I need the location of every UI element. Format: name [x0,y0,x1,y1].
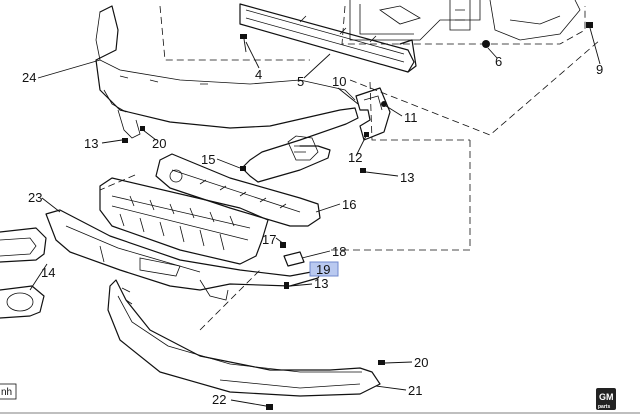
callout-12[interactable]: 12 [348,150,362,165]
callout-4[interactable]: 4 [255,67,262,82]
bolt-20-lower-icon [378,360,385,365]
upper-fascia-part [95,5,359,183]
highlight-box [309,261,339,277]
callout-11[interactable]: 11 [404,110,418,125]
grille-bar-part [155,153,321,227]
callout-17[interactable]: 17 [262,232,276,247]
callout-21[interactable]: 21 [408,383,422,398]
bolt-22-icon [266,404,273,410]
svg-text:GM: GM [599,392,614,402]
callout-13-lower[interactable]: 13 [314,276,328,291]
fog-lamp-part [0,227,47,319]
impact-bar-part [239,3,417,73]
callout-14[interactable]: 14 [41,265,55,280]
callout-13-right[interactable]: 13 [400,170,414,185]
bolt-4-icon [240,34,247,53]
lower-fascia-part [45,209,323,301]
clip-17-icon [280,242,286,248]
clip-13-lower-icon [284,282,289,289]
leader-lines [29,27,601,407]
bolt-15-icon [240,166,246,171]
callout-13-left[interactable]: 13 [84,136,98,151]
bolt-9-icon [586,22,593,28]
callout-22[interactable]: 22 [212,392,226,407]
callout-23[interactable]: 23 [28,190,42,205]
bolt-20-left-icon [140,126,145,131]
valance-part [107,279,381,397]
clip-18-icon [283,251,305,267]
gm-parts-logo: GM parts [596,388,616,410]
callout-labels: 24 4 5 6 9 10 11 12 13 13 20 15 16 23 14… [22,54,603,407]
clip-11-icon [381,101,387,107]
callout-5[interactable]: 5 [297,74,304,89]
svg-text:nh: nh [1,387,12,398]
callout-16[interactable]: 16 [342,197,356,212]
nut-6-icon [482,40,490,48]
fasteners [122,22,593,410]
clip-13-left-icon [122,138,128,143]
callout-9[interactable]: 9 [596,62,603,77]
svg-text:parts: parts [598,404,610,410]
lower-grille-part [99,177,269,265]
clip-13-right-icon [360,168,366,173]
callout-15[interactable]: 15 [201,152,215,167]
callout-6[interactable]: 6 [495,54,502,69]
frame-structure [349,0,581,41]
callout-18[interactable]: 18 [332,244,346,259]
callout-20-left[interactable]: 20 [152,136,166,151]
callout-20-lower[interactable]: 20 [414,355,428,370]
callout-24[interactable]: 24 [22,70,36,85]
reference-boxes [99,5,601,331]
bracket-part [355,87,391,141]
callout-19[interactable]: 19 [316,262,330,277]
callout-10[interactable]: 10 [332,74,346,89]
corner-tag: nh [0,383,17,400]
clip-12-icon [364,132,369,137]
